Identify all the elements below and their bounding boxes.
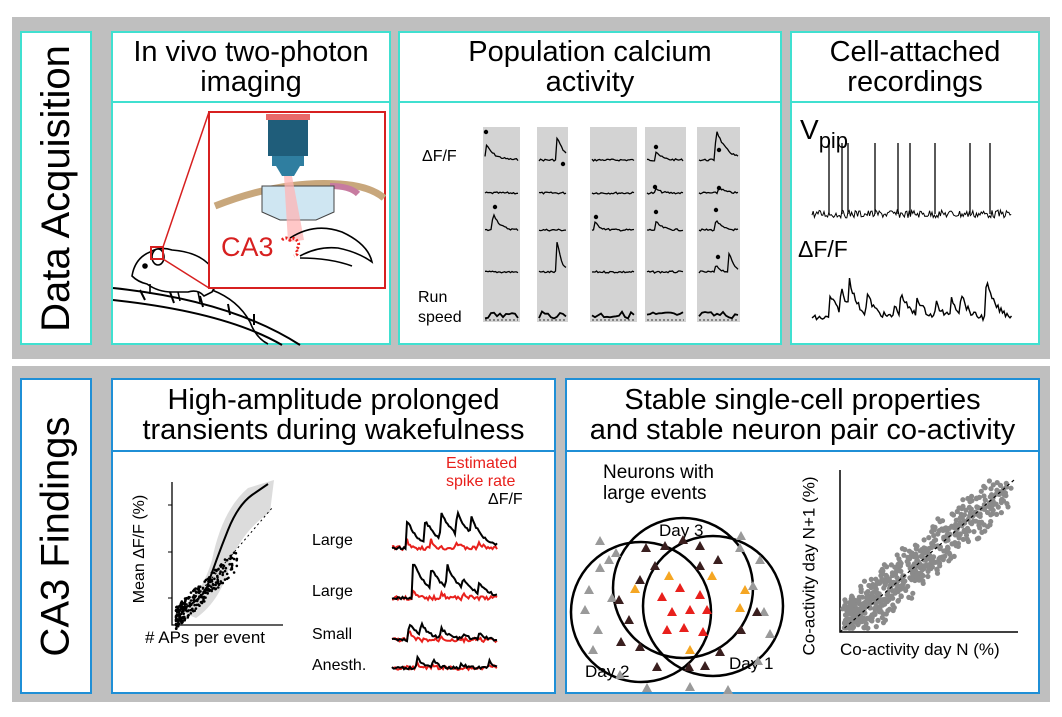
run-label-line-1: Run [418, 289, 448, 306]
population-title-line-2: activity [545, 66, 635, 98]
venn-label-day1: Day 1 [729, 654, 774, 673]
row-label-small: Small [312, 626, 353, 643]
scatter-y-label: Co-activity day N+1 (%) [799, 476, 819, 656]
findings-section-title: CA3 Findings [33, 415, 78, 657]
scatter-x-label: Co-activity day N (%) [840, 640, 1000, 659]
transients-panel-header: High-amplitude prolonged transients duri… [113, 380, 554, 452]
cell-attached-df-label: ΔF/F [798, 236, 848, 262]
transients-title-line-2: transients during wakefulness [142, 414, 525, 446]
legend-estimated-line-1: Estimated [446, 455, 518, 472]
transients-y-axis-label: Mean ΔF/F (%) [131, 494, 149, 604]
venn-label-day3: Day 3 [659, 521, 704, 540]
stability-title-line-2: and stable neuron pair co-activity [589, 414, 1016, 446]
imaging-panel-header: In vivo two-photon imaging [113, 33, 389, 103]
population-df-label: ΔF/F [422, 148, 457, 165]
imaging-title-line-1: In vivo two-photon [133, 36, 369, 68]
imaging-panel: In vivo two-photon imaging [111, 31, 391, 345]
venn-title-line-1: Neurons with [603, 462, 714, 483]
acquisition-section-title: Data Acquisition [33, 44, 78, 332]
venn-label-day2: Day 2 [585, 662, 630, 681]
venn-title-line-2: large events [603, 483, 707, 504]
run-label-line-2: speed [418, 309, 462, 326]
row-label-large-1: Large [312, 532, 353, 549]
population-title-line-1: Population calcium [468, 36, 712, 68]
cell-attached-title-line-2: recordings [847, 66, 983, 98]
population-panel-header: Population calcium activity [400, 33, 780, 103]
legend-estimated-line-2: spike rate [446, 473, 516, 490]
cell-attached-panel-header: Cell-attached recordings [792, 33, 1038, 103]
population-panel: Population calcium activity [398, 31, 782, 345]
vpip-subscript: pip [818, 128, 849, 153]
cell-attached-panel: Cell-attached recordings [790, 31, 1040, 345]
row-label-large-2: Large [312, 583, 353, 600]
vpip-label: Vpip [800, 114, 848, 153]
findings-section-title-box: CA3 Findings [20, 378, 92, 694]
transients-title-line-1: High-amplitude prolonged [167, 384, 500, 416]
acquisition-section-title-box: Data Acquisition [20, 31, 92, 345]
imaging-title-line-2: imaging [200, 66, 302, 98]
ca3-region-label: CA3 [221, 232, 274, 262]
vpip-main: V [800, 114, 819, 145]
stability-title-line-1: Stable single-cell properties [624, 384, 981, 416]
transients-x-axis-label: # APs per event [145, 628, 266, 647]
stability-panel-header: Stable single-cell properties and stable… [567, 380, 1038, 452]
row-label-anesth: Anesth. [312, 657, 367, 674]
cell-attached-title-line-1: Cell-attached [829, 36, 1001, 68]
legend-df-label: ΔF/F [488, 491, 523, 508]
